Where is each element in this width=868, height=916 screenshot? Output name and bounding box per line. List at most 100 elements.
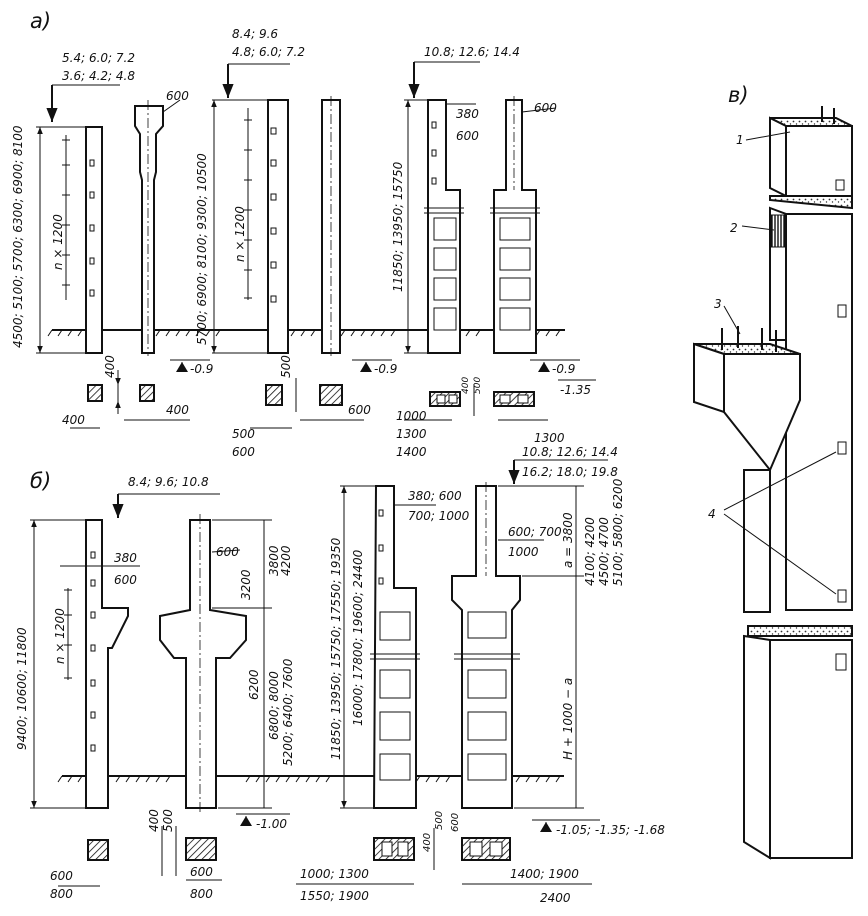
- column-b1: [30, 493, 220, 809]
- b4-a3: 4500; 4700: [597, 517, 611, 586]
- a5-height: 11850; 13950; 15750: [391, 161, 405, 292]
- section-a1: [70, 370, 190, 429]
- b2-sec-800: 800: [190, 887, 213, 901]
- a1-height: 4500; 5100; 5700; 6300; 6900; 8100: [11, 125, 25, 348]
- b2-h4200: 4200: [279, 545, 293, 576]
- b2-h3800: 3800: [267, 545, 281, 576]
- b3-height2: 16000; 17800; 19600; 24400: [351, 549, 365, 726]
- b4-w2: 1000: [508, 545, 539, 559]
- b3-dims: 380; 600: [408, 489, 462, 503]
- a1-sec-b: 400: [62, 413, 85, 427]
- b2-w600: 600: [216, 545, 239, 559]
- section-a3: [404, 384, 548, 421]
- b4-sec-a: 1400; 1900: [510, 867, 579, 881]
- column-a1: [36, 84, 120, 354]
- section-b2: [296, 828, 592, 885]
- b2-sec-400: 400: [147, 809, 161, 832]
- b2-h6200: 6200: [247, 669, 261, 700]
- b-mark-2: -1.05; -1.35; -1.68: [556, 823, 665, 837]
- a5-sec-1300: 1300: [396, 427, 427, 441]
- b3-height1: 11850; 13950; 15750; 17550; 19350: [329, 537, 343, 760]
- ground-line-a: [47, 329, 565, 337]
- b2-h6800: 6800; 8000: [267, 671, 281, 740]
- b4-a2: 4100; 4200: [583, 517, 597, 586]
- level-mark-a3: [530, 359, 596, 381]
- b4-sec-400: 400: [422, 833, 433, 852]
- a5-w600a: 600: [456, 129, 479, 143]
- b1-sec-600: 600: [50, 869, 73, 883]
- a3-height: 5700; 6900; 8100; 9300; 10500: [195, 153, 209, 345]
- column-b3: [340, 485, 436, 809]
- a-mark-2: -0.9: [374, 362, 397, 376]
- a3-load-top: 8.4; 9.6: [232, 27, 278, 41]
- b4-load1: 10.8; 12.6; 14.4: [522, 445, 618, 459]
- b-mark-1: -1.00: [256, 817, 287, 831]
- b4-a4: 5100; 5800; 6200: [611, 478, 625, 586]
- a5-load: 10.8; 12.6; 14.4: [424, 45, 520, 59]
- a3-step: n × 1200: [233, 206, 247, 262]
- b4-ha: H + 1000 − a: [561, 678, 575, 760]
- b4-sec-500: 500: [434, 811, 445, 830]
- a-mark-3a: -0.9: [552, 362, 575, 376]
- c-callout-2: 2: [730, 221, 738, 235]
- isometric-column: [693, 106, 853, 860]
- a3-sec-h: 500: [279, 355, 293, 378]
- b1-height: 9400; 10600; 11800: [15, 627, 29, 750]
- a5-sec-1400: 1400: [396, 445, 427, 459]
- a5-sec-500: 500: [473, 377, 483, 394]
- b2-sec-600: 600: [190, 865, 213, 879]
- a-mark-1: -0.9: [190, 362, 213, 376]
- c-callout-1: 1: [736, 133, 744, 147]
- a5-sec-400: 400: [461, 377, 471, 394]
- b1-sec-800: 800: [50, 887, 73, 901]
- column-a5: [404, 61, 480, 354]
- b4-a-eq: a = 3800: [561, 512, 575, 568]
- a5-w380: 380: [456, 107, 479, 121]
- b2-h3200: 3200: [239, 569, 253, 600]
- a3-sec-b3: 600: [232, 445, 255, 459]
- b1-step: n × 1200: [53, 608, 67, 664]
- level-mark-a2: [352, 359, 392, 372]
- column-a2: [134, 99, 181, 356]
- level-mark-b1: [236, 813, 290, 826]
- a5-sec-1300b: 1300: [534, 431, 565, 445]
- b3-sec-b: 1550; 1900: [300, 889, 369, 903]
- b1-load: 8.4; 9.6; 10.8: [128, 475, 209, 489]
- a3-sec-b1: 500: [232, 427, 255, 441]
- a1-load-bot: 3.6; 4.2; 4.8: [62, 69, 135, 83]
- a3-sec-b2: 600: [348, 403, 371, 417]
- a5-sec-1000: 1000: [396, 409, 427, 423]
- column-b4: [451, 459, 608, 809]
- a2-w600: 600: [166, 89, 189, 103]
- section-label-a: а): [30, 9, 51, 33]
- b2-sec-500: 500: [161, 809, 175, 832]
- b4-sec-600: 600: [450, 813, 461, 832]
- section-a2: [250, 378, 364, 429]
- a1-step: n × 1200: [51, 214, 65, 270]
- b3-dims2: 700; 1000: [408, 509, 470, 523]
- a5-w600b: 600: [534, 101, 557, 115]
- a1-sec-h: 400: [103, 355, 117, 378]
- c-callout-3: 3: [714, 297, 722, 311]
- b1-w600: 600: [114, 573, 137, 587]
- section-label-b: б): [30, 469, 51, 493]
- level-mark-b2: [532, 819, 600, 832]
- a3-load-bot: 4.8; 6.0; 7.2: [232, 45, 305, 59]
- b4-sec-b: 2400: [540, 891, 571, 905]
- column-b2: [159, 514, 272, 812]
- b2-h5200: 5200; 6400; 7600: [281, 658, 295, 766]
- a1-sec-b2: 400: [166, 403, 189, 417]
- b4-load2: 16.2; 18.0; 19.8: [522, 465, 618, 479]
- column-a4: [321, 96, 341, 356]
- b4-w1: 600; 700: [508, 525, 562, 539]
- column-a6: [490, 96, 557, 354]
- c-callout-4: 4: [708, 507, 716, 521]
- section-b1: [58, 826, 222, 887]
- b1-w380: 380: [114, 551, 137, 565]
- b3-sec-a: 1000; 1300: [300, 867, 369, 881]
- column-a3: [211, 63, 290, 354]
- a1-load-top: 5.4; 6.0; 7.2: [62, 51, 135, 65]
- section-label-c: в): [728, 83, 749, 107]
- level-mark-a1: [170, 359, 210, 372]
